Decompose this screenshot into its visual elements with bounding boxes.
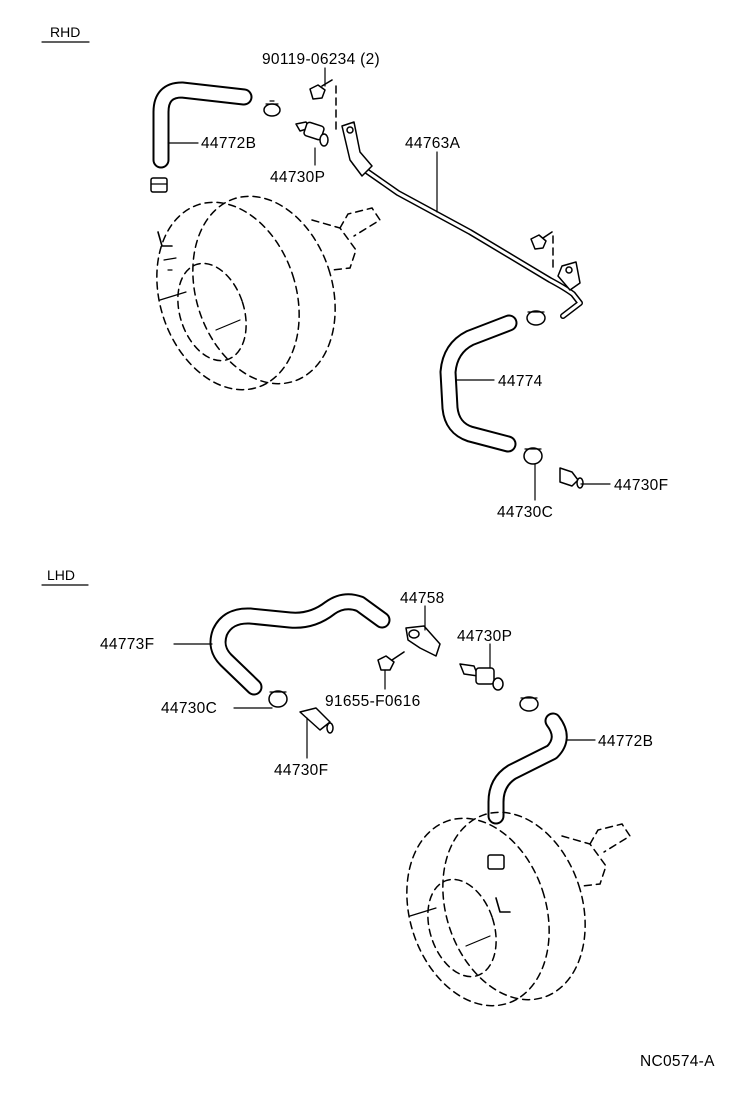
label-lhd-clamp-44758: 44758 [400, 590, 445, 607]
rhd-hose-clamp-top [263, 100, 281, 117]
rhd-check-valve-44730p [295, 121, 329, 147]
lhd-check-valve-44730p [459, 663, 504, 691]
label-rhd-clamp-44730c: 44730C [497, 504, 553, 521]
rhd-bolt-upper [309, 79, 337, 133]
lhd-clamp-44758 [405, 625, 441, 657]
lhd-section-label: LHD [47, 567, 75, 583]
label-lhd-valve-44730p: 44730P [457, 628, 512, 645]
lhd-hose-clamp [519, 696, 539, 712]
leader-lines [167, 67, 611, 759]
lhd-hose-44773f [209, 593, 391, 696]
label-rhd-hose-44772b: 44772B [201, 135, 256, 152]
rhd-brake-booster [156, 195, 382, 391]
rhd-hose-clamp-bottom [150, 177, 168, 193]
label-rhd-valve-44730p: 44730P [270, 169, 325, 186]
rhd-bolt-lower [530, 231, 554, 269]
lhd-union-44730f [299, 707, 334, 734]
label-lhd-bolt: 91655-F0616 [325, 693, 421, 710]
rhd-pipe-clamp [526, 310, 546, 326]
rhd-union-44730f [559, 467, 584, 489]
label-rhd-bolt: 90119-06234 (2) [262, 51, 380, 68]
rhd-clamp-44730c [523, 447, 543, 465]
lhd-clamp-44730c [268, 690, 288, 708]
label-rhd-hose-44774: 44774 [498, 373, 543, 390]
rhd-vacuum-pipe-44763a [341, 121, 583, 319]
lhd-brake-booster [406, 811, 632, 1007]
lhd-bolt-91655 [377, 651, 405, 671]
figure-id: NC0574-A [640, 1053, 715, 1070]
label-lhd-clamp-44730c: 44730C [161, 700, 217, 717]
rhd-hose-44772b [152, 81, 253, 169]
label-lhd-hose-44773f: 44773F [100, 636, 154, 653]
label-lhd-union-44730f: 44730F [274, 762, 328, 779]
rhd-section-label: RHD [50, 24, 80, 40]
rhd-hose-44774 [439, 314, 518, 453]
lhd-section-header: LHD [41, 567, 89, 586]
lhd-hose-44772b [487, 712, 568, 825]
label-lhd-hose-44772b: 44772B [598, 733, 653, 750]
rhd-section-header: RHD [41, 24, 90, 43]
label-rhd-union-44730f: 44730F [614, 477, 668, 494]
label-rhd-pipe-44763a: 44763A [405, 135, 461, 152]
